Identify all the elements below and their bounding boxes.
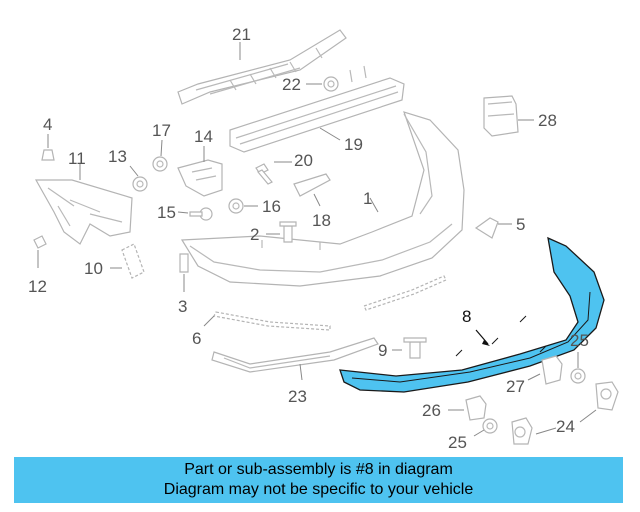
- callout-4: 4: [43, 115, 52, 134]
- callout-27: 27: [506, 377, 525, 396]
- part-11-side-bracket[interactable]: [34, 179, 133, 245]
- valance-edge: [351, 291, 591, 383]
- valance-body: [339, 236, 605, 393]
- callout-3: 3: [178, 297, 187, 316]
- callout-9: 9: [378, 341, 387, 360]
- callout-25-lower: 25: [448, 433, 467, 452]
- callout-6: 6: [192, 329, 201, 348]
- part-15-bolt[interactable]: [189, 207, 213, 221]
- part-26-bracket[interactable]: [465, 395, 487, 421]
- part-25-grommet-upper[interactable]: [570, 368, 586, 384]
- callout-26: 26: [422, 401, 441, 420]
- callout-24: 24: [556, 417, 575, 436]
- part-6-strip[interactable]: [213, 311, 331, 331]
- callout-2: 2: [250, 225, 259, 244]
- notice-line-2: Diagram may not be specific to your vehi…: [163, 481, 474, 498]
- part-3-clip[interactable]: [179, 253, 189, 273]
- part-22-nut[interactable]: [323, 76, 339, 92]
- part-18-reflector[interactable]: [293, 173, 331, 197]
- callout-18: 18: [312, 211, 331, 230]
- part-2-bolt[interactable]: [279, 221, 297, 243]
- callout-22: 22: [282, 75, 301, 94]
- valance-tabs: [455, 315, 547, 357]
- callout-21: 21: [232, 25, 251, 44]
- part-27-bracket[interactable]: [541, 355, 563, 385]
- callout-11: 11: [68, 149, 86, 168]
- part-14-bracket[interactable]: [177, 159, 223, 197]
- callout-28: 28: [538, 111, 557, 130]
- callout-8-leader: [475, 329, 489, 345]
- callout-10: 10: [84, 259, 103, 278]
- trim-strip-dashed: [363, 275, 447, 311]
- part-10-bracket[interactable]: [121, 243, 145, 279]
- part-13-grommet[interactable]: [132, 176, 148, 192]
- callout-13: 13: [108, 147, 127, 166]
- part-28-module[interactable]: [483, 95, 519, 137]
- callout-25-upper: 25: [570, 331, 589, 350]
- callout-15: 15: [157, 203, 176, 222]
- callout-5: 5: [516, 215, 525, 234]
- callout-20: 20: [294, 151, 313, 170]
- part-1-bumper-cover[interactable]: [180, 111, 465, 287]
- part-16-nut[interactable]: [228, 198, 244, 214]
- part-9-bolt[interactable]: [403, 337, 427, 359]
- callout-23: 23: [288, 387, 307, 406]
- part-21-bracket[interactable]: [177, 29, 347, 105]
- part-4-clip[interactable]: [41, 149, 55, 161]
- notice-line-1: Part or sub-assembly is #8 in diagram: [184, 461, 453, 478]
- part-8-lower-valance[interactable]: [339, 236, 605, 393]
- part-19-reinforcement[interactable]: [229, 65, 405, 153]
- callout-8-arrowhead: [482, 340, 490, 346]
- part-12-clip[interactable]: [33, 235, 47, 249]
- callout-1: 1: [363, 189, 372, 208]
- callout-17: 17: [152, 121, 171, 140]
- part-25-grommet-lower[interactable]: [482, 418, 498, 434]
- part-5-bracket[interactable]: [474, 217, 499, 239]
- part-24-sensor-a[interactable]: [595, 381, 619, 411]
- callout-12: 12: [28, 277, 47, 296]
- part-23-lower-trim[interactable]: [211, 337, 379, 373]
- callout-16: 16: [262, 197, 281, 216]
- part-24-sensor-b[interactable]: [511, 417, 533, 445]
- part-20-bolt[interactable]: [255, 163, 273, 185]
- callout-19: 19: [344, 135, 363, 154]
- notice-banner: Part or sub-assembly is #8 in diagram Di…: [14, 457, 623, 503]
- callout-14: 14: [194, 127, 213, 146]
- part-17-grommet[interactable]: [152, 156, 168, 172]
- callout-8: 8: [462, 307, 471, 326]
